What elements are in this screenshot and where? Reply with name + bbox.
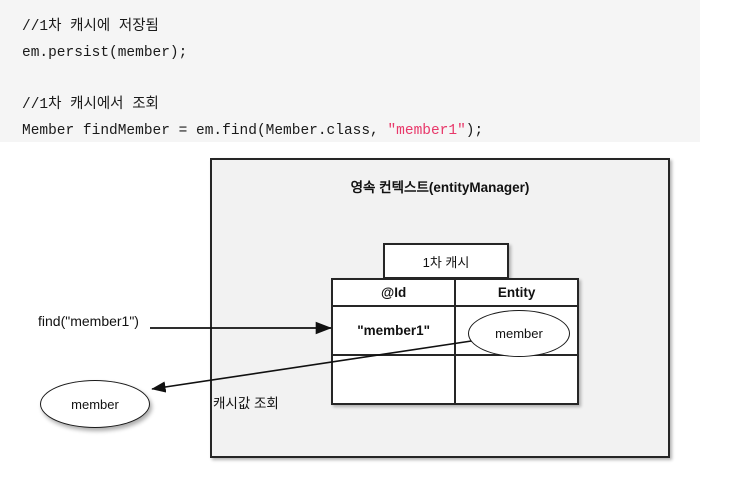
code-find-string-literal: "member1": [387, 123, 466, 139]
table-row: [330, 354, 579, 405]
table-header-row: @Id Entity: [330, 278, 579, 307]
table-header-entity: Entity: [454, 278, 579, 307]
result-member-ellipse-label: member: [71, 396, 119, 412]
entity-ellipse-label: member: [495, 326, 543, 341]
entity-ellipse: member: [468, 310, 570, 357]
cell-id-empty: [330, 354, 457, 405]
code-line-find: Member findMember = em.find(Member.class…: [22, 118, 700, 144]
code-block: //1차 캐시에 저장됨 em.persist(member); //1차 캐시…: [0, 0, 700, 142]
result-member-ellipse: member: [40, 380, 150, 428]
cell-id-member1: "member1": [330, 305, 457, 356]
table-header-id: @Id: [330, 278, 457, 307]
code-find-prefix: Member findMember = em.find(Member.class…: [22, 123, 388, 139]
code-line-comment-2: //1차 캐시에서 조회: [22, 97, 159, 113]
code-line-persist: em.persist(member);: [22, 45, 188, 61]
cache-lookup-label: 캐시값 조회: [213, 396, 279, 411]
cell-entity-empty: [454, 354, 579, 405]
first-level-cache-tab: 1차 캐시: [383, 243, 509, 279]
persistence-context-title: 영속 컨텍스트(entityManager): [350, 180, 530, 195]
code-line-comment-1: //1차 캐시에 저장됨: [22, 19, 159, 35]
first-level-cache-label: 1차 캐시: [422, 254, 470, 270]
code-find-suffix: );: [465, 123, 484, 139]
find-call-label: find("member1"): [38, 313, 139, 329]
